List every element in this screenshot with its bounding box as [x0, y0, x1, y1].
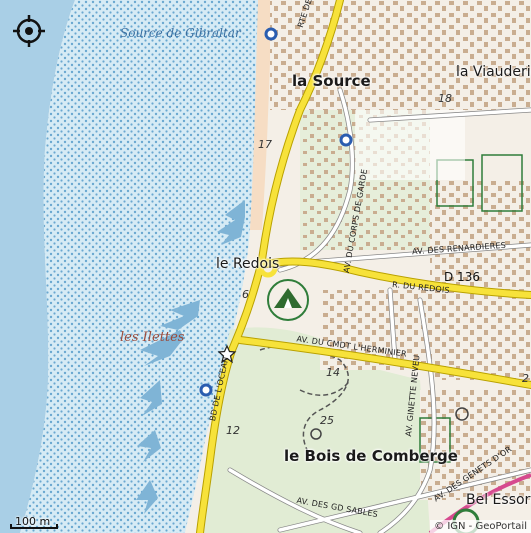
landmark-circle	[455, 407, 469, 421]
road-av-cmdt-herminier[interactable]	[237, 337, 531, 388]
lagoon	[0, 0, 75, 533]
label-number: 18	[438, 92, 452, 105]
label-number: 2	[522, 372, 529, 385]
label-bois-de-comberge: le Bois de Comberge	[284, 447, 458, 465]
forest-bois-comberge	[200, 327, 430, 533]
label-la-source: la Source	[292, 72, 371, 90]
road-bd-de-locean[interactable]	[197, 0, 343, 533]
label-la-viauderie: la Viauderie	[456, 64, 531, 80]
label-les-ilettes: les Ilettes	[120, 330, 185, 345]
main-roads[interactable]	[197, 0, 531, 533]
scale-label: 100 m	[15, 515, 51, 528]
residential-north	[270, 0, 531, 110]
label-le-redois: le Redois	[216, 256, 280, 272]
trails	[259, 345, 351, 456]
dune-strip	[250, 0, 272, 230]
road-d136[interactable]	[259, 258, 531, 298]
landmark-circle	[310, 428, 322, 440]
label-source-gibraltar: Source de Gibraltar	[120, 26, 241, 40]
label-number: 12	[226, 424, 240, 437]
label-number: 25	[320, 414, 334, 427]
attribution[interactable]: © IGN - GeoPortail	[430, 520, 531, 533]
scale-bar-line	[10, 524, 58, 529]
marsh-channels	[136, 200, 245, 514]
compass-icon[interactable]	[12, 14, 46, 48]
label-number: 6	[242, 288, 249, 301]
marsh-area	[20, 0, 260, 533]
poi-marker-icon[interactable]	[199, 27, 353, 397]
roundabout	[258, 258, 278, 278]
label-number: 17	[258, 138, 272, 151]
viewpoint-star-icon[interactable]	[217, 344, 237, 364]
label-d136: D 136	[444, 270, 480, 284]
label-number: 14	[326, 366, 340, 379]
scale-bar: 100 m	[6, 515, 62, 533]
campsite-icon[interactable]	[267, 279, 309, 321]
label-bel-essort: Bel Essort	[466, 492, 531, 508]
